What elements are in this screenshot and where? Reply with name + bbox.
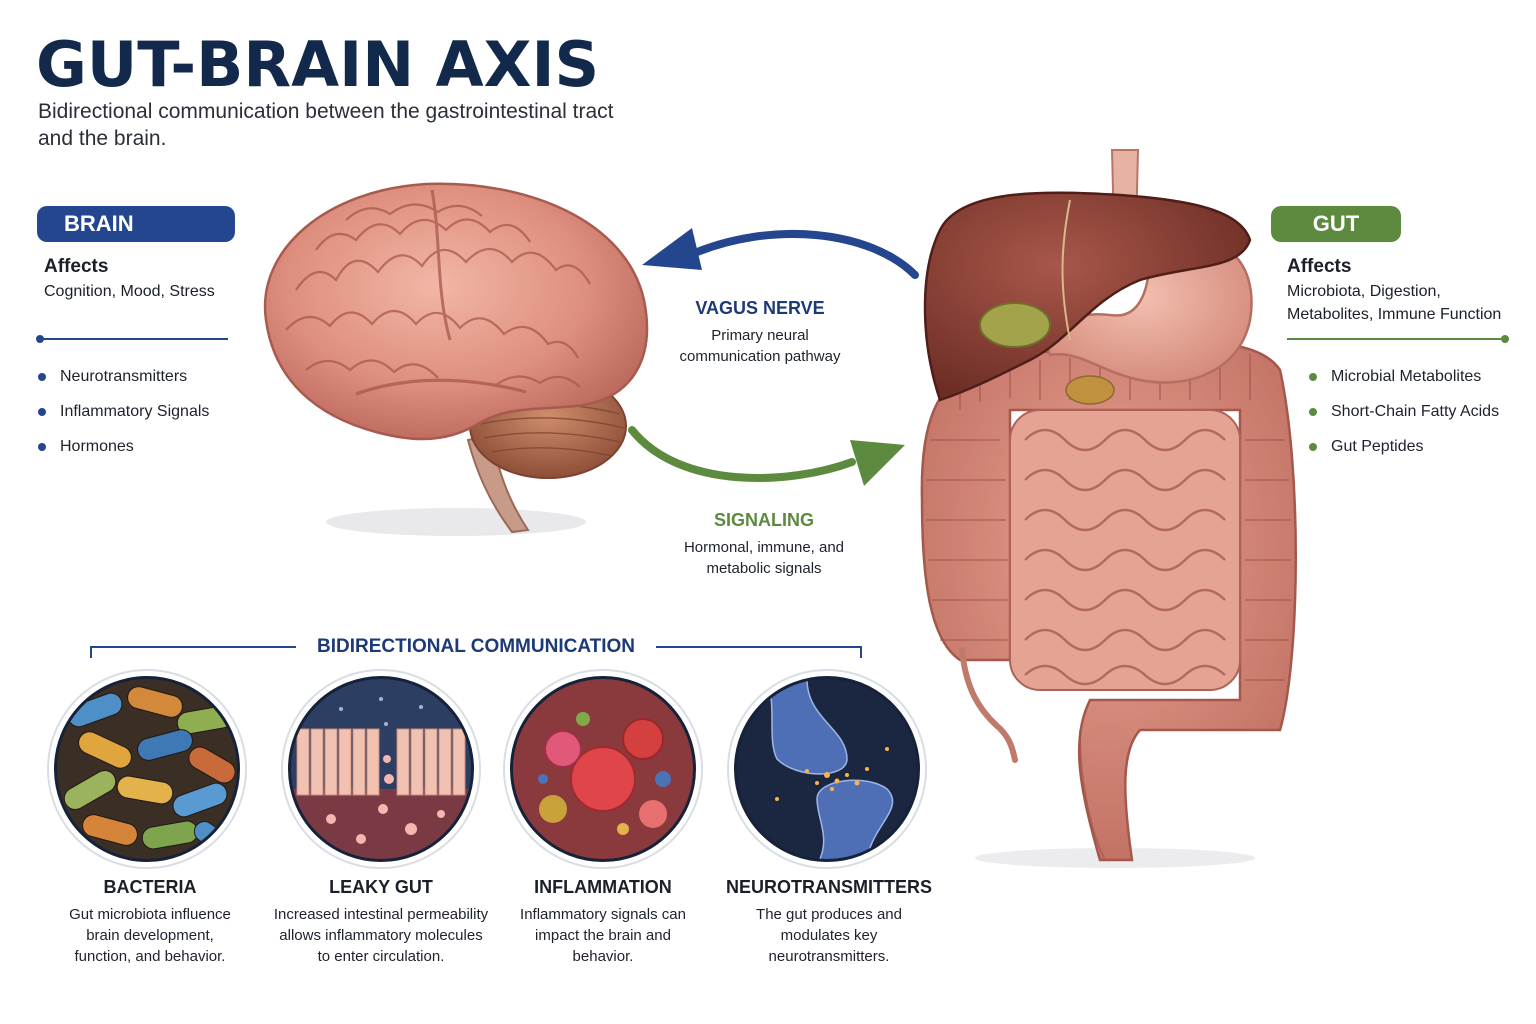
stomach (1046, 238, 1253, 384)
brain-list-item: Hormones (38, 436, 209, 471)
brain-affects-text: Cognition, Mood, Stress (44, 283, 215, 300)
bacteria-circle (54, 676, 240, 862)
brain-illustration (263, 182, 649, 536)
gut-divider (1287, 335, 1509, 343)
synapse-illustration (766, 679, 894, 859)
bacteria-title: BACTERIA (103, 877, 197, 897)
rectum-line (1079, 729, 1106, 861)
page-title: GUT-BRAIN AXIS (36, 28, 600, 101)
signaling-title: SIGNALING (713, 510, 814, 530)
inflammation-circle (510, 676, 696, 862)
pancreas (1065, 375, 1115, 405)
bacteria-illustration (63, 686, 237, 857)
gut-list-item: Short-Chain Fatty Acids (1309, 401, 1499, 436)
neurotransmitters-caption: NEUROTRANSMITTERS The gut produces and m… (709, 877, 949, 967)
brain-divider-dot (36, 335, 44, 343)
signaling-arrow-line (628, 426, 856, 482)
gut-label-pill: GUT (1271, 206, 1401, 242)
leaky-gut-caption: LEAKY GUT Increased intestinal permeabil… (261, 877, 501, 967)
vagus-nerve-text: Primary neural communication pathway (679, 327, 841, 365)
gut-affects-heading: Affects (1287, 256, 1352, 277)
brainstem (466, 433, 530, 534)
bacteria-text: Gut microbiota influence brain developme… (69, 906, 231, 965)
intestinal-barrier-illustration (291, 697, 471, 859)
inflammation-text: Inflammatory signals can impact the brai… (520, 906, 686, 965)
brain-shadow (326, 508, 586, 536)
gut-illustration (920, 149, 1297, 868)
small-intestine-loops (1024, 428, 1226, 686)
brain-divider (36, 335, 228, 343)
brain-gyri (285, 189, 591, 396)
vagus-nerve-title: VAGUS NERVE (695, 298, 825, 318)
gut-divider-dot (1501, 335, 1509, 343)
liver-ligament (1061, 199, 1071, 341)
brain-affects-heading: Affects (44, 256, 109, 277)
liver (923, 191, 1252, 402)
brain-list-item: Neurotransmitters (38, 366, 209, 401)
gut-affects-text: Microbiota, Digestion, Metabolites, Immu… (1287, 283, 1502, 323)
brain-label-pill: BRAIN (37, 206, 235, 242)
gut-list-item: Gut Peptides (1309, 436, 1499, 471)
leaky-gut-text: Increased intestinal permeability allows… (273, 906, 489, 965)
gallbladder (979, 302, 1051, 348)
arrows-diagram (628, 228, 919, 486)
inflammation-title: INFLAMMATION (534, 877, 672, 897)
signaling-text: Hormonal, immune, and metabolic signals (683, 539, 845, 577)
neurotransmitters-text: The gut produces and modulates key neuro… (756, 906, 902, 965)
vagus-arrow-head (642, 228, 702, 270)
vagus-arrow-line (686, 230, 919, 279)
page-subtitle: Bidirectional communication between the … (38, 100, 614, 150)
brain-list-item: Inflammatory Signals (38, 401, 209, 436)
leaky-gut-circle (288, 676, 474, 862)
bidirectional-title: BIDIRECTIONAL COMMUNICATION (296, 636, 656, 658)
neurotransmitters-circle (734, 676, 920, 862)
appendix (959, 647, 1018, 763)
gut-signal-list: Microbial Metabolites Short-Chain Fatty … (1309, 366, 1499, 471)
neurotransmitters-title: NEUROTRANSMITTERS (726, 877, 932, 897)
cerebrum (263, 182, 649, 441)
inflammation-caption: INFLAMMATION Inflammatory signals can im… (483, 877, 723, 967)
immune-cells-illustration (538, 712, 671, 835)
brain-signal-list: Neurotransmitters Inflammatory Signals H… (38, 366, 209, 471)
signaling-label: SIGNALING Hormonal, immune, and metaboli… (664, 510, 864, 579)
bacteria-caption: BACTERIA Gut microbiota influence brain … (30, 877, 270, 967)
vagus-nerve-label: VAGUS NERVE Primary neural communication… (660, 298, 860, 367)
gut-list-item: Microbial Metabolites (1309, 366, 1499, 401)
leaky-gut-title: LEAKY GUT (329, 877, 433, 897)
signaling-arrow-head (850, 440, 905, 486)
